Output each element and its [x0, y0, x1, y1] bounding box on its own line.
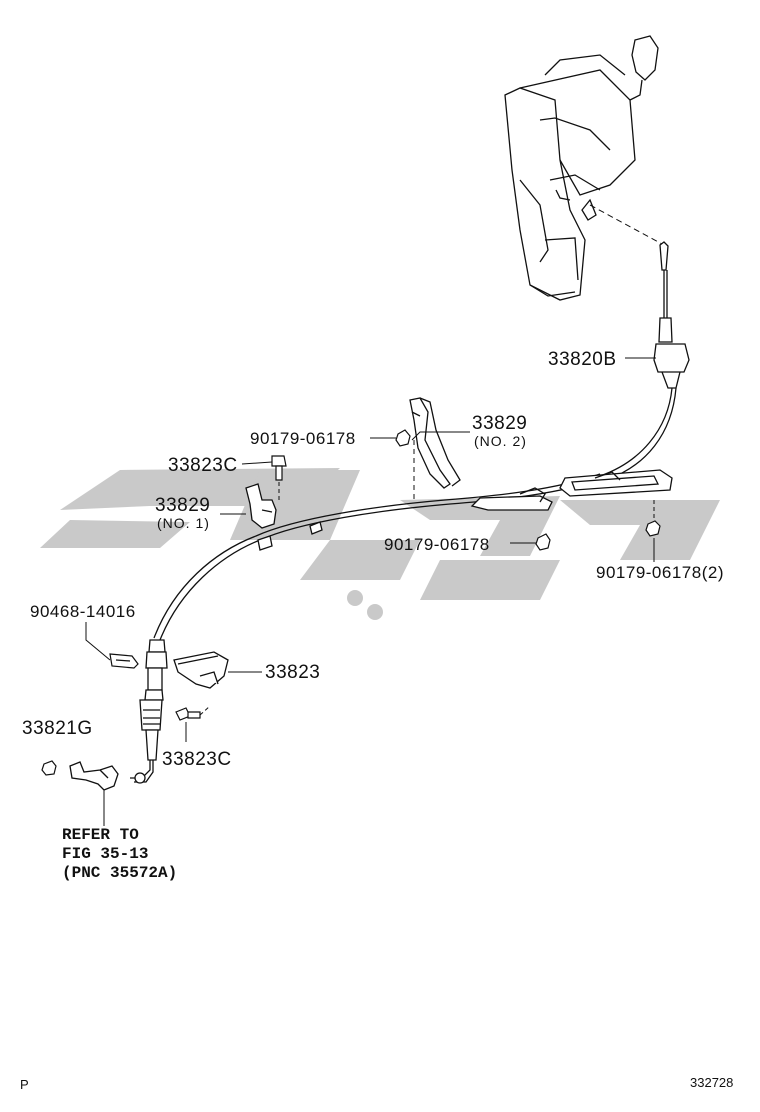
reference-note-line1: REFER TO — [62, 826, 139, 844]
label-90179-b: 90179-06178 — [384, 535, 490, 554]
reference-note-line3: (PNC 35572A) — [62, 864, 178, 882]
nut-90179-b[interactable] — [535, 533, 551, 551]
label-33820b: 33820B — [548, 349, 617, 370]
transmission-lever[interactable] — [69, 761, 119, 791]
bracket-33823[interactable] — [173, 651, 229, 689]
nut-33821g[interactable] — [41, 760, 57, 776]
label-90179-c: 90179-06178(2) — [596, 563, 724, 582]
footer-left-code: P — [20, 1077, 29, 1092]
label-33829-no1-sub: (NO. 1) — [157, 515, 210, 531]
label-90179-a: 90179-06178 — [250, 429, 356, 448]
shift-lever-assembly[interactable] — [504, 35, 659, 301]
footer-right-code: 332728 — [690, 1075, 734, 1090]
leader-lever-to-cable — [589, 204, 663, 245]
label-33829-no1: 33829 — [155, 495, 211, 516]
bracket-33829-no2[interactable] — [409, 397, 461, 489]
label-33823: 33823 — [265, 662, 321, 683]
reference-note-line2: FIG 35-13 — [62, 845, 149, 863]
clip-90468[interactable] — [109, 653, 139, 669]
bolt-33823c-b[interactable] — [175, 707, 201, 721]
label-33821g: 33821G — [22, 718, 93, 739]
bolt-33823c-a[interactable] — [271, 455, 287, 481]
nut-90179-a[interactable] — [395, 429, 411, 447]
label-90468: 90468-14016 — [30, 602, 136, 621]
label-33829-no2-sub: (NO. 2) — [474, 433, 527, 449]
leader-lines — [85, 357, 656, 826]
nut-90179-c[interactable] — [645, 520, 661, 537]
label-33829-no2: 33829 — [472, 413, 528, 434]
bracket-33829-no1[interactable] — [245, 483, 277, 529]
leader-bolt-b — [199, 705, 211, 716]
label-33823c-a: 33823C — [168, 455, 238, 476]
cable-retainer-bracket[interactable] — [470, 469, 673, 511]
control-cable[interactable] — [130, 241, 690, 784]
label-33823c-b: 33823C — [162, 749, 232, 770]
